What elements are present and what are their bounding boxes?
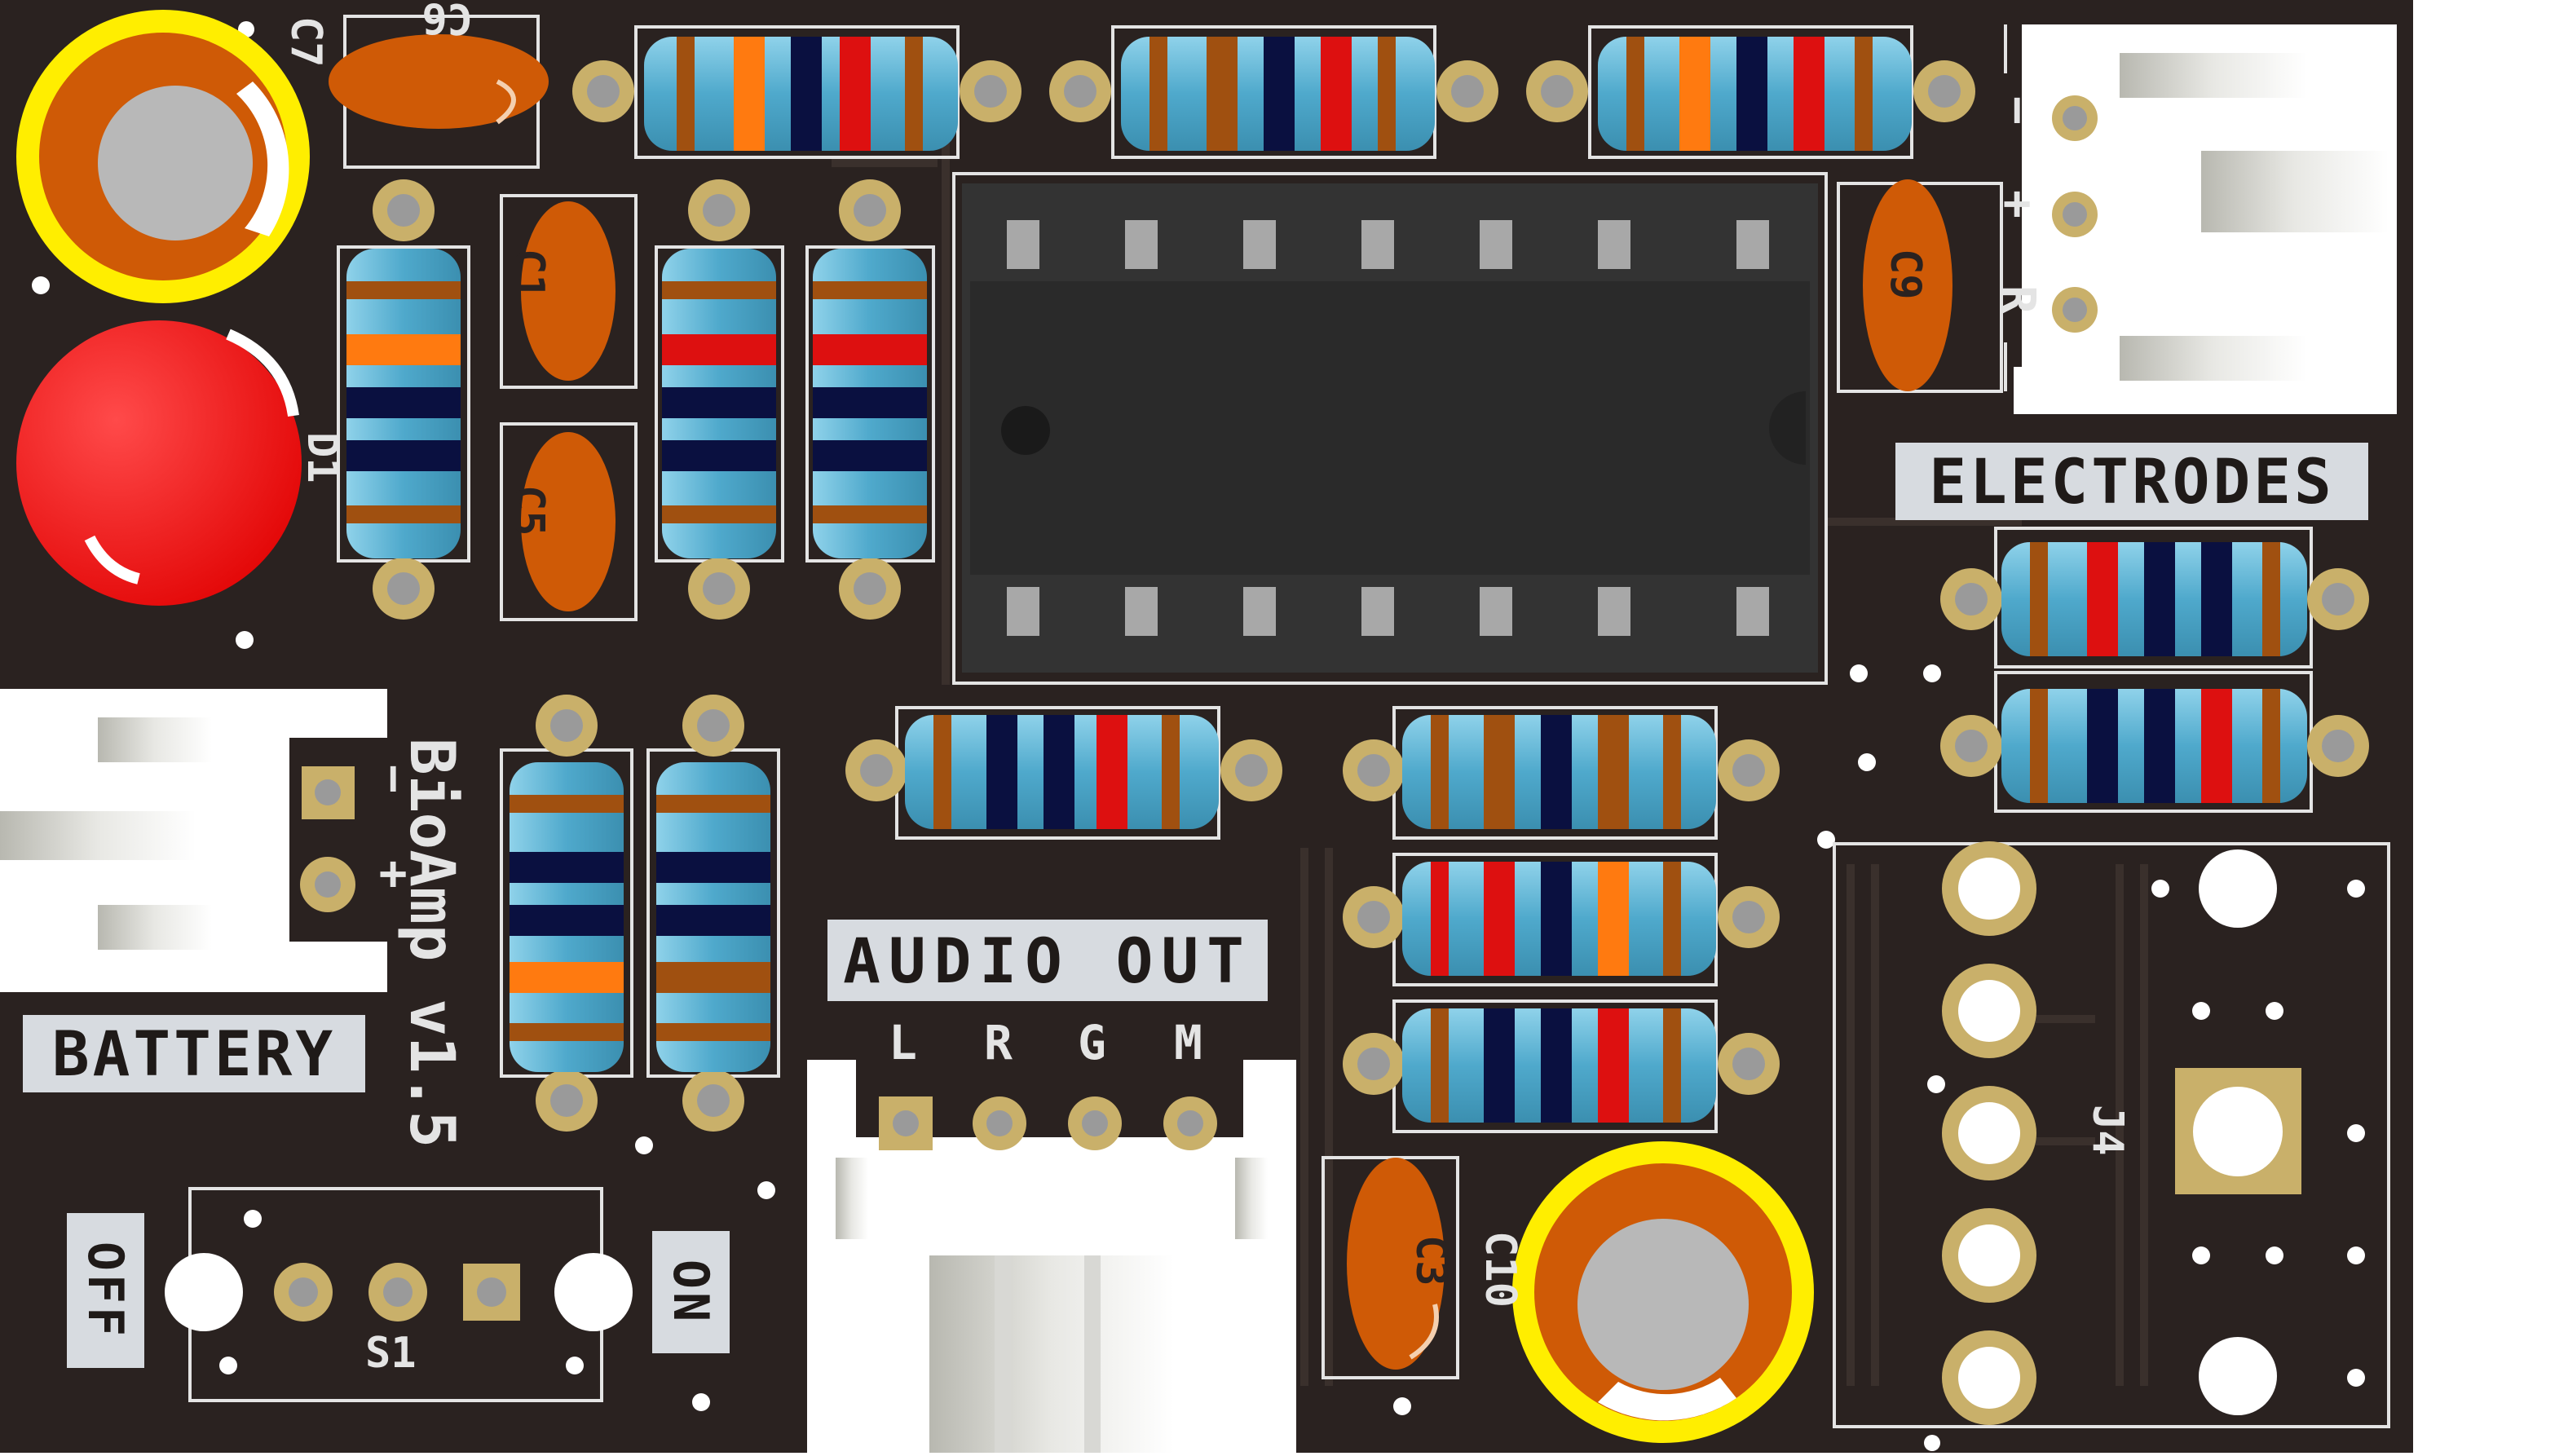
c3-label: C3 xyxy=(1406,1235,1455,1286)
resistor-center-2 xyxy=(1343,715,1780,829)
resistor-mid-2 xyxy=(813,179,927,620)
on-label: ON xyxy=(662,1259,720,1326)
off-label: OFF xyxy=(77,1241,135,1340)
resistor-low-2 xyxy=(656,695,770,1132)
battery-label: BATTERY xyxy=(23,1015,365,1092)
switch-s1 xyxy=(165,1253,633,1331)
electrode-plus-label: + xyxy=(1991,190,2046,218)
c5-label: C5 xyxy=(504,485,553,536)
audio-jack-j4 xyxy=(1942,841,2301,1425)
resistor-center-1 xyxy=(845,715,1282,829)
capacitor-c1 xyxy=(521,201,616,381)
electrode-connector xyxy=(2014,24,2397,414)
c1-label: C1 xyxy=(504,249,553,300)
capacitor-c6 xyxy=(329,34,549,129)
battery-plus-label: + xyxy=(367,860,422,889)
resistor-top-1 xyxy=(572,37,1021,151)
electrode-minus-label: − xyxy=(1991,96,2046,125)
resistor-low-1 xyxy=(510,695,624,1132)
led-d1 xyxy=(16,320,302,606)
capacitor-c9 xyxy=(1863,179,1952,391)
c9-label: C9 xyxy=(1881,249,1930,300)
switch-label: S1 xyxy=(365,1329,417,1378)
electrode-ref-label: R xyxy=(1991,285,2046,314)
battery-connector xyxy=(0,689,387,992)
audio-pin-l: L xyxy=(889,1015,917,1070)
battery-minus-label: − xyxy=(367,765,422,793)
resistor-center-3 xyxy=(1343,862,1780,976)
audio-out-connector xyxy=(807,1060,1296,1453)
c6-label: C6 xyxy=(421,0,473,42)
resistor-right-2 xyxy=(1940,689,2369,803)
vias xyxy=(32,21,2365,1451)
d1-label: D1 xyxy=(298,432,346,483)
c10-label: C10 xyxy=(1476,1231,1524,1308)
off-label-box: OFF xyxy=(67,1213,144,1368)
capacitor-c7 xyxy=(16,10,310,303)
resistor-right-1 xyxy=(1940,542,2369,656)
resistor-top-3 xyxy=(1526,37,1975,151)
capacitor-c3 xyxy=(1347,1158,1445,1370)
j4-label: J4 xyxy=(2083,1105,2132,1156)
ic-dip14 xyxy=(962,183,1818,673)
audio-out-label: AUDIO OUT xyxy=(827,920,1268,1001)
resistor-top-2 xyxy=(1049,37,1498,151)
resistor-mid-1 xyxy=(662,179,776,620)
capacitor-c5 xyxy=(521,432,616,611)
capacitor-c10 xyxy=(1512,1141,1814,1443)
audio-pin-r: R xyxy=(984,1015,1013,1070)
c7-label: C7 xyxy=(281,16,330,68)
electrodes-label: ELECTRODES xyxy=(1895,443,2368,520)
resistor-center-4 xyxy=(1343,1008,1780,1123)
resistor-left-vertical xyxy=(346,179,461,620)
audio-pin-g: G xyxy=(1078,1015,1106,1070)
on-label-box: ON xyxy=(652,1231,730,1353)
audio-pin-m: M xyxy=(1174,1015,1202,1070)
